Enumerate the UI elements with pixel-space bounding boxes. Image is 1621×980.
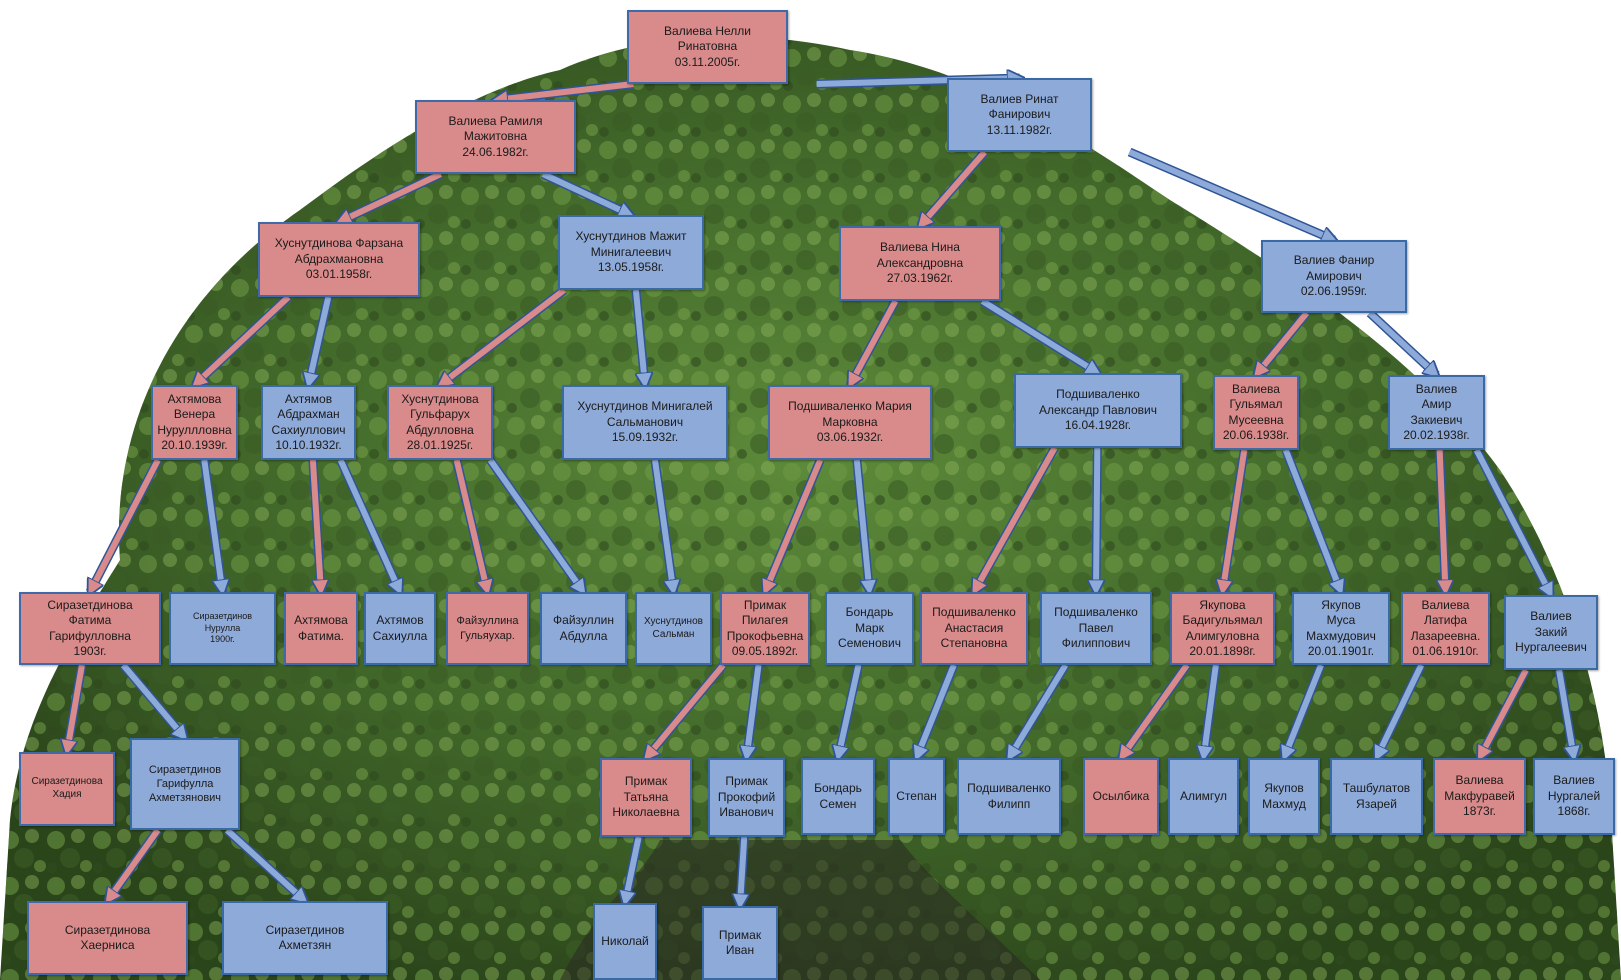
person-card: Сиразетдинова Хаерниса bbox=[27, 901, 188, 975]
person-card: Якупов Муса Махмудович 20.01.1901г. bbox=[1292, 592, 1390, 665]
relation-link bbox=[1121, 663, 1190, 758]
relation-link bbox=[1256, 311, 1310, 375]
relation-link bbox=[201, 459, 222, 592]
person-card: Файзуллина Гульяухар. bbox=[446, 592, 529, 665]
person-card: Примак Пилагея Прокофьевна 09.05.1892г. bbox=[720, 592, 810, 665]
relation-link bbox=[625, 836, 642, 903]
relation-link bbox=[917, 663, 957, 758]
relation-link bbox=[453, 459, 488, 592]
person-card: Валиев Закий Нургалеевич bbox=[1504, 595, 1598, 670]
relation-link bbox=[108, 828, 161, 901]
relation-link bbox=[309, 459, 321, 592]
relation-link bbox=[632, 289, 645, 385]
relation-link bbox=[646, 663, 726, 758]
relation-link bbox=[309, 296, 332, 385]
person-card: Примак Иван bbox=[702, 906, 778, 980]
person-card: Хуснутдинова Фарзана Абдрахмановна 03.01… bbox=[258, 222, 420, 297]
person-card: Сиразетдинов Ахметзян bbox=[222, 901, 388, 975]
relation-link bbox=[1367, 310, 1437, 375]
relation-link bbox=[974, 446, 1058, 592]
relation-link bbox=[1204, 664, 1219, 758]
person-card: Алимгул bbox=[1168, 758, 1239, 835]
person-card: Бондарь Марк Семенович bbox=[825, 592, 914, 665]
person-card: Валиева Рамиля Мажитовна 24.06.1982г. bbox=[415, 100, 576, 174]
person-card: Валиев Амир Закиевич 20.02.1938г. bbox=[1388, 375, 1485, 450]
relation-link bbox=[90, 458, 161, 592]
person-card: Якупов Махмуд bbox=[1248, 758, 1320, 835]
relation-link bbox=[1377, 663, 1425, 758]
relation-link bbox=[850, 299, 899, 385]
relation-link bbox=[1284, 663, 1324, 758]
relation-link bbox=[487, 458, 583, 592]
person-card: Хуснутдинов Минигалей Сальманович 15.09.… bbox=[562, 385, 728, 460]
relation-link bbox=[1223, 449, 1248, 592]
person-card: Подшиваленко Павел Филиппович bbox=[1040, 592, 1152, 665]
relation-link bbox=[541, 171, 631, 215]
relation-link bbox=[1128, 149, 1334, 240]
relation-link bbox=[337, 458, 400, 592]
person-card: Степан bbox=[888, 758, 945, 835]
person-card: Осылбика bbox=[1083, 758, 1159, 835]
person-card: Хуснутдинов Мажит Минигалеевич 13.05.195… bbox=[558, 215, 704, 290]
relation-link bbox=[747, 664, 762, 758]
relation-link bbox=[1096, 447, 1097, 592]
relation-link bbox=[1282, 448, 1341, 592]
person-card: Хуснутдинов Сальман bbox=[635, 592, 712, 665]
relation-link bbox=[920, 150, 987, 226]
person-card: Ахтямова Венера Нуруллловна 20.10.1939г. bbox=[151, 385, 238, 460]
relation-link bbox=[496, 81, 634, 100]
person-card: Сиразетдинов Нурулла 1900г. bbox=[169, 592, 276, 665]
relation-link bbox=[67, 664, 85, 752]
person-card: Ахтямов Абдрахман Сахиуллович 10.10.1932… bbox=[261, 385, 356, 460]
person-card: Якупова Бадигульямал Алимгуловна 20.01.1… bbox=[1170, 592, 1275, 665]
person-card: Ташбулатов Язарей bbox=[1330, 758, 1423, 835]
person-card: Сиразетдинова Фатима Гарифулловна 1903г. bbox=[19, 592, 161, 665]
relation-link bbox=[652, 459, 674, 592]
person-card: Валиева Гульямал Мусеевна 20.06.1938г. bbox=[1213, 375, 1299, 450]
person-card: Валиева Нелли Ринатовна 03.11.2005г. bbox=[627, 10, 788, 84]
relation-link bbox=[224, 827, 305, 901]
person-card: Бондарь Семен bbox=[801, 758, 875, 835]
relation-link bbox=[853, 459, 870, 592]
relation-link bbox=[740, 836, 744, 906]
person-card: Сиразетдинов Гарифулла Ахметзянович bbox=[130, 738, 240, 830]
person-card: Валиев Ринат Фанирович 13.11.1982г. bbox=[947, 78, 1092, 152]
relation-link bbox=[1556, 669, 1574, 758]
tree-trunk bbox=[560, 840, 1040, 980]
relation-link bbox=[195, 294, 291, 385]
person-card: Валиева Макфуравей 1873г. bbox=[1433, 758, 1526, 835]
relation-link bbox=[120, 663, 185, 738]
relation-link bbox=[1440, 449, 1446, 592]
relation-link bbox=[1009, 663, 1069, 758]
person-card: Сиразетдинова Хадия bbox=[19, 752, 115, 826]
person-card: Хуснутдинова Гульфарух Абдулловна 28.01.… bbox=[387, 385, 493, 460]
person-card: Файзуллин Абдулла bbox=[540, 592, 627, 665]
relation-link bbox=[1473, 448, 1551, 595]
person-card: Николай bbox=[593, 903, 657, 980]
person-card: Примак Прокофий Иванович bbox=[708, 758, 785, 837]
relation-link bbox=[838, 664, 862, 758]
relation-link bbox=[339, 171, 443, 222]
person-card: Подшиваленко Филипп bbox=[957, 758, 1061, 835]
person-card: Ахтямов Сахиулла bbox=[364, 592, 436, 665]
person-card: Ахтямова Фатима. bbox=[284, 592, 358, 665]
person-card: Подшиваленко Мария Марковна 03.06.1932г. bbox=[768, 385, 932, 460]
person-card: Валиев Нургалей 1868г. bbox=[1533, 758, 1615, 835]
person-card: Валиев Фанир Амирович 02.06.1959г. bbox=[1261, 240, 1407, 313]
relation-link bbox=[1480, 668, 1529, 758]
relation-link bbox=[980, 298, 1098, 373]
person-card: Валиева Латифа Лазареевна. 01.06.1910г. bbox=[1401, 592, 1490, 665]
relation-link bbox=[765, 458, 824, 592]
person-card: Валиева Нина Александровна 27.03.1962г. bbox=[839, 226, 1001, 301]
relation-link bbox=[440, 287, 566, 385]
person-card: Примак Татьяна Николаевна bbox=[600, 758, 692, 837]
person-card: Подшиваленко Александр Павлович 16.04.19… bbox=[1014, 373, 1182, 448]
person-card: Подшиваленко Анастасия Степановна bbox=[920, 592, 1028, 665]
